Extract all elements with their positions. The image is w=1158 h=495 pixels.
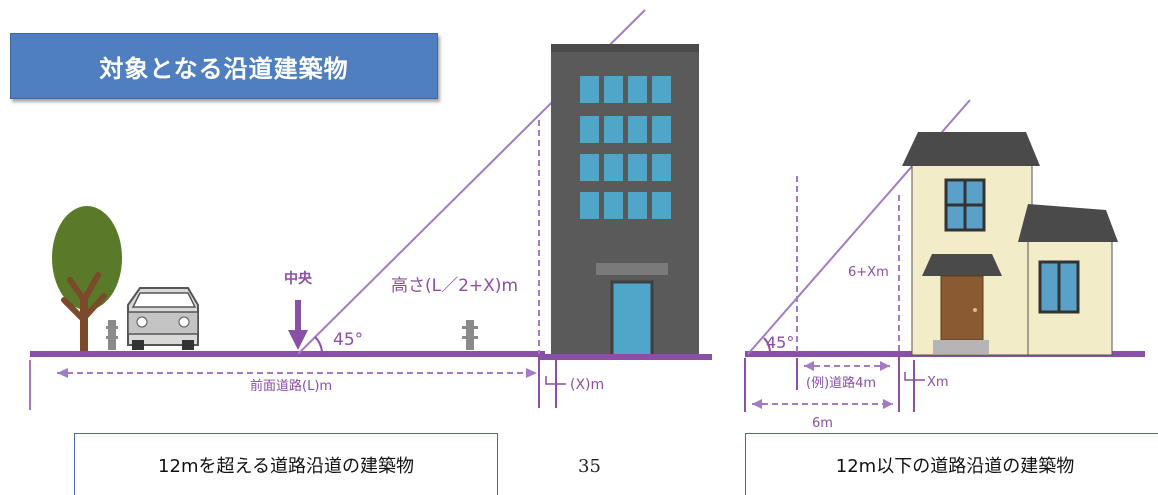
center-label: 中央 [284,270,313,287]
page-number: 35 [578,456,601,477]
house-door [940,275,984,341]
caption-right: 12m以下の道路沿道の建築物 [745,433,1158,495]
angle-label-right: 45° [766,333,794,352]
total-width-label: 6m [812,416,833,431]
caption-left-text: 12mを超える道路沿道の建築物 [158,455,414,477]
tree-icon [52,206,122,357]
height-label-left: 高さ(L／2+X)m [391,276,518,296]
right-diagram: 45° 6+Xm (例)道路4m [744,99,1145,431]
center-arrow-icon [288,300,308,350]
building-canopy [596,263,668,275]
setback-label-left: (X)m [570,377,604,393]
angle-label-left: 45° [333,330,363,350]
house [902,132,1118,356]
bollard-icon [462,320,478,350]
tall-building [551,44,699,358]
building-windows [580,76,671,219]
caption-right-text: 12m以下の道路沿道の建築物 [835,455,1075,477]
setback-label-right: Xm [927,375,949,390]
car-icon [127,287,199,350]
height-label-right: 6+Xm [848,265,889,280]
road-example-label: (例)道路4m [806,375,876,391]
caption-left: 12mを超える道路沿道の建築物 [74,433,498,495]
building-door [610,280,654,358]
angle-arc [314,336,324,355]
road-width-label: 前面道路(L)m [250,378,332,394]
title-text: 対象となる沿道建築物 [99,54,349,83]
left-diagram: 中央 45° 高さ(L／2+X)m 前面道路(L)m (X)m [29,9,712,410]
title-banner: 対象となる沿道建築物 [10,33,438,99]
bollard-icon [106,320,118,350]
